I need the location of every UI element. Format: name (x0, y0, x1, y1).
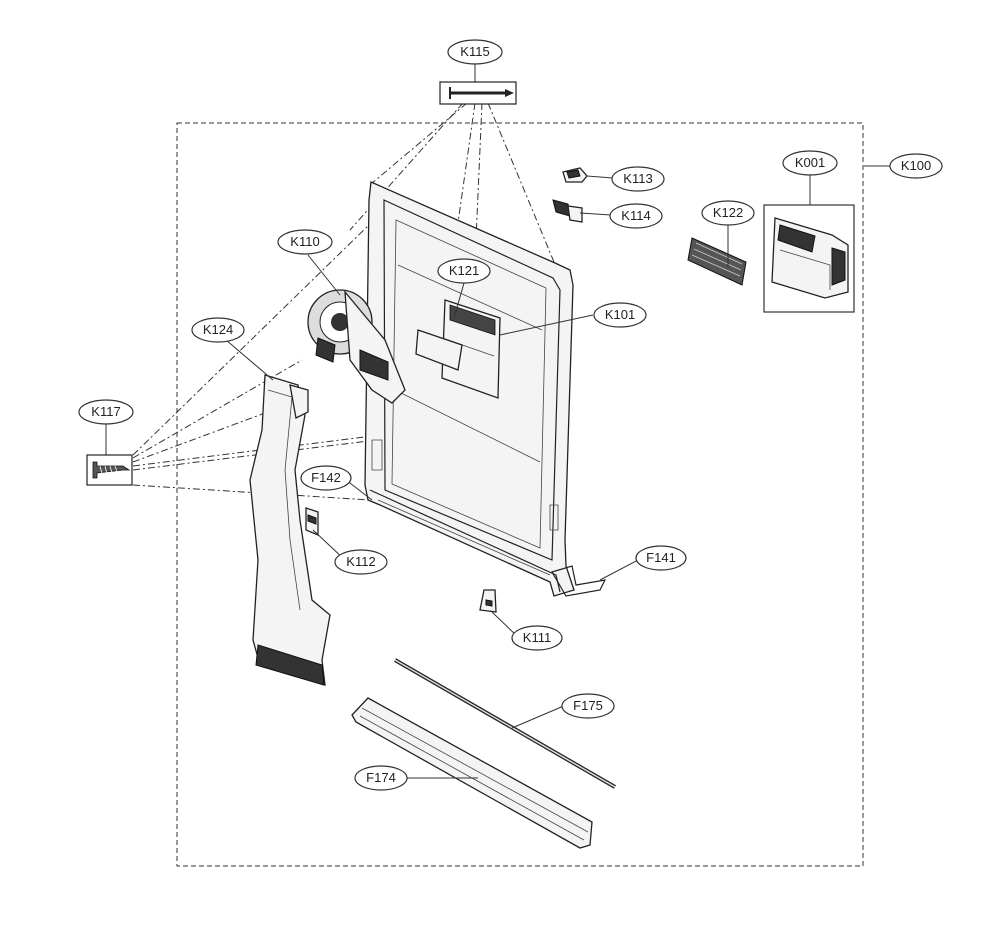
k122-vent-part (687, 237, 747, 286)
svg-text:F174: F174 (366, 770, 396, 785)
callout-k001: K001 (782, 150, 838, 176)
leader-lines (105, 64, 893, 779)
f175-rod-part (394, 658, 616, 789)
callout-k122: K122 (701, 200, 755, 226)
k124-side-panel-part (249, 374, 331, 686)
callout-k117: K117 (78, 399, 134, 425)
svg-text:K124: K124 (203, 322, 233, 337)
callout-k112: K112 (334, 549, 388, 575)
k121-control-panel-part (441, 299, 501, 399)
svg-text:K115: K115 (460, 44, 489, 59)
svg-text:K121: K121 (449, 263, 479, 278)
svg-text:F175: F175 (573, 698, 603, 713)
k115-screw-part (439, 81, 517, 105)
k110-pump-assembly-part (307, 289, 463, 404)
svg-text:K100: K100 (901, 158, 931, 173)
callout-f141: F141 (635, 545, 687, 571)
k001-controller-part (771, 217, 849, 299)
k112-bracket-part (305, 507, 319, 536)
k111-bracket-part (479, 589, 497, 613)
svg-text:K117: K117 (91, 404, 120, 419)
callout-k115: K115 (447, 39, 503, 65)
k113-latch-part (562, 167, 588, 183)
svg-text:K114: K114 (621, 208, 650, 223)
callout-k113: K113 (611, 166, 665, 192)
svg-text:F141: F141 (646, 550, 676, 565)
callout-k124: K124 (191, 317, 245, 343)
k001-part-box (763, 204, 855, 313)
callout-k100: K100 (889, 153, 943, 179)
svg-text:K111: K111 (523, 630, 551, 645)
svg-text:F142: F142 (311, 470, 341, 485)
svg-text:K110: K110 (290, 234, 319, 249)
svg-text:K112: K112 (346, 554, 375, 569)
callout-k111: K111 (511, 625, 563, 651)
callout-k101: K101 (593, 302, 647, 328)
svg-text:K122: K122 (713, 205, 743, 220)
callout-k110: K110 (277, 229, 333, 255)
svg-text:K113: K113 (623, 171, 652, 186)
svg-text:K101: K101 (605, 307, 635, 322)
callout-k121: K121 (437, 258, 491, 284)
k114-latch-part (552, 199, 583, 223)
callout-f175: F175 (561, 693, 615, 719)
callout-f142: F142 (300, 465, 352, 491)
assembly-boundary (176, 122, 864, 867)
svg-text:K001: K001 (795, 155, 825, 170)
k117-screw-part (86, 454, 133, 486)
callout-k114: K114 (609, 203, 663, 229)
callout-f174: F174 (354, 765, 408, 791)
